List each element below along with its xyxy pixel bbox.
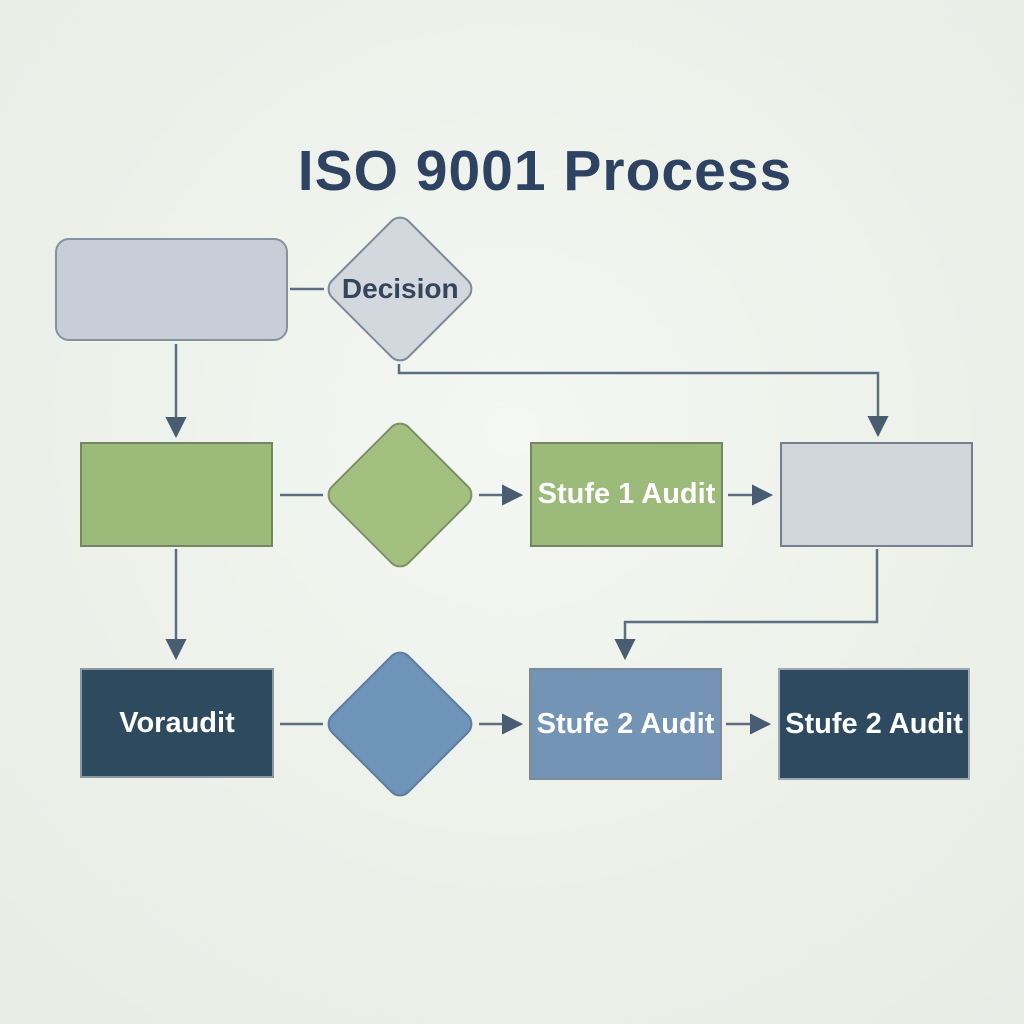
node-start: [55, 238, 288, 341]
node-stufe-1-audit-label: Stufe 1 Audit: [537, 478, 716, 510]
connector-process2-to-stufe2: [614, 549, 879, 661]
node-stufe-2-audit-final-label: Stufe 2 Audit: [785, 707, 963, 740]
node-process-green: [80, 442, 273, 547]
node-stufe-2-audit-final: Stufe 2 Audit: [778, 668, 970, 780]
node-decision-label: Decision: [341, 273, 459, 305]
node-voraudit: Voraudit: [80, 668, 274, 778]
node-process-gray: [780, 442, 973, 547]
node-decision: Decision: [322, 211, 478, 367]
node-stufe-2-audit-label: Stufe 2 Audit: [536, 707, 715, 740]
node-decision-blue: [322, 646, 478, 802]
node-stufe-2-audit: Stufe 2 Audit: [529, 668, 722, 780]
node-voraudit-label: Voraudit: [119, 706, 235, 739]
page-title: ISO 9001 Process: [297, 139, 793, 203]
node-stufe-1-audit: Stufe 1 Audit: [530, 442, 723, 547]
connector-decision1-to-process2: [397, 364, 889, 438]
node-decision-green: [322, 417, 478, 573]
